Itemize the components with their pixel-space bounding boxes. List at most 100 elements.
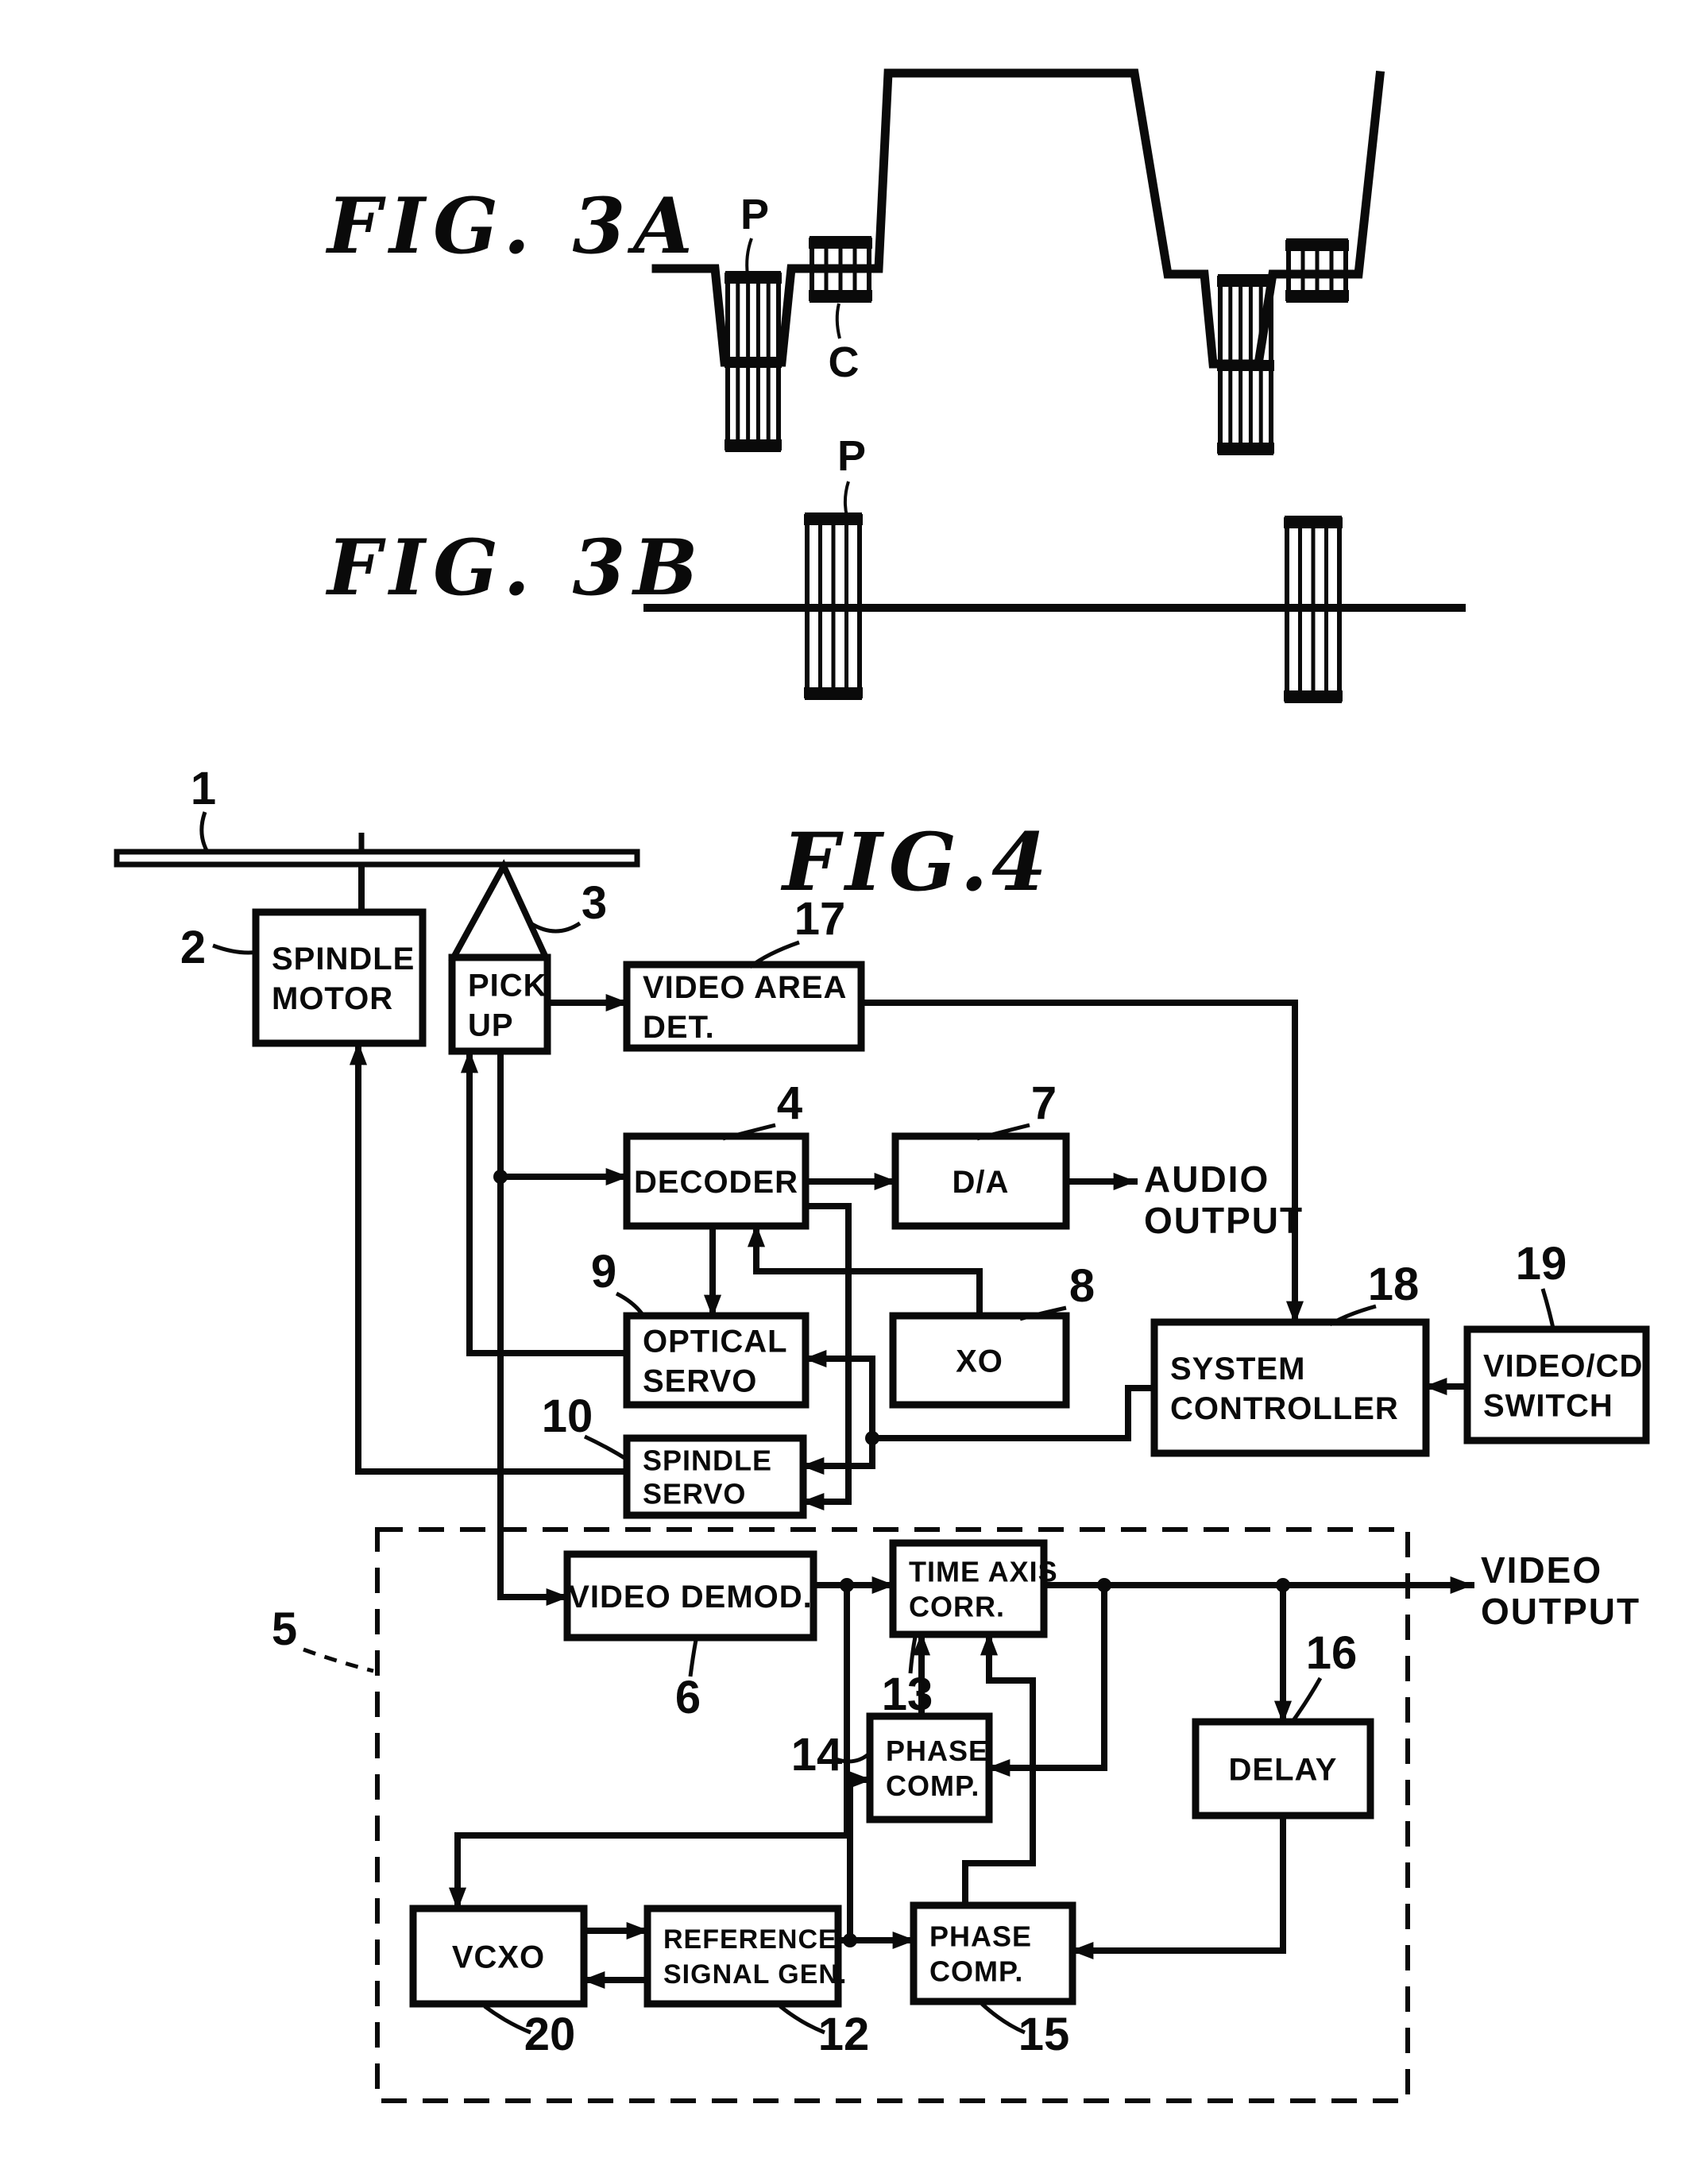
dashed-block-boundary: [375, 1527, 1410, 2103]
fig3a-label-p-1: P: [740, 191, 769, 238]
ref-numeral-16: 16: [1306, 1627, 1358, 1679]
ref-leader-7: [976, 1123, 1030, 1141]
box-label-reference-signal-gen-line1: REFERENCE: [663, 1924, 837, 1955]
wire-decoder-to-spindle-servo: [800, 1203, 852, 1511]
junction-dot-5: [1276, 1578, 1290, 1592]
wire-pickup-to-video-demod: [497, 1048, 570, 1607]
ref-numeral-10: 10: [542, 1390, 593, 1442]
fig3a-label-leader-p-1: [745, 238, 753, 276]
box-label-system-controller-line2: CONTROLLER: [1170, 1391, 1399, 1426]
ref-numeral-2: 2: [180, 922, 206, 973]
ref-leader-10: [583, 1434, 630, 1463]
video-output-label-line1: VIDEO: [1481, 1549, 1602, 1591]
box-spindle-motor: [252, 908, 427, 1047]
box-system-controller: [1150, 1318, 1430, 1457]
ref-numeral-1: 1: [191, 763, 216, 814]
box-label-decoder-line1: DECODER: [634, 1165, 798, 1200]
box-label-time-axis-corr-line2: CORR.: [909, 1590, 1005, 1622]
ref-leader-13: [908, 1636, 918, 1674]
box-label-phase-comp-2-line1: PHASE: [929, 1920, 1032, 1952]
audio-output-label-line2: OUTPUT: [1144, 1200, 1304, 1241]
box-label-video-area-det-line2: DET.: [643, 1010, 715, 1045]
fig3b-label-p-1: P: [837, 432, 866, 480]
ref-numeral-15: 15: [1018, 2009, 1070, 2060]
wire-optical-servo-to-pickup: [460, 1049, 630, 1356]
box-video-cd-switch: [1463, 1325, 1650, 1444]
wire-delay-to-phase-comp-2: [1069, 1812, 1286, 1960]
ref-numeral-17: 17: [794, 893, 846, 945]
junction-dot-1: [493, 1170, 508, 1184]
ref-leader-15: [980, 2002, 1026, 2035]
box-label-optical-servo-line2: SERVO: [643, 1363, 757, 1398]
box-da-converter: [891, 1132, 1070, 1230]
ref-leader-5: [303, 1647, 374, 1673]
ref-numeral-18: 18: [1368, 1259, 1420, 1310]
box-label-spindle-motor-line2: MOTOR: [272, 981, 393, 1016]
ref-numeral-9: 9: [591, 1246, 616, 1298]
ref-numeral-5: 5: [272, 1603, 297, 1655]
ref-leader-20: [483, 2004, 531, 2035]
box-label-video-area-det-line1: VIDEO AREA: [643, 970, 847, 1005]
ref-numeral-8: 8: [1069, 1260, 1095, 1312]
ref-leader-18: [1328, 1304, 1377, 1327]
ref-leader-16: [1289, 1677, 1323, 1724]
box-reference-signal-gen: [643, 1905, 842, 2008]
wire-phase-comp-2-to-time-axis: [962, 1631, 1036, 1909]
ref-numeral-12: 12: [818, 2009, 870, 2060]
wire-xo-to-decoder: [747, 1223, 983, 1319]
box-decoder: [623, 1132, 810, 1230]
ref-numeral-7: 7: [1031, 1077, 1057, 1129]
box-video-demod: [563, 1550, 817, 1642]
junction-dot-4: [1097, 1578, 1111, 1592]
video-output-label-line2: OUTPUT: [1481, 1591, 1640, 1632]
pickup-lens-triangle: [448, 859, 551, 961]
ref-leader-19: [1540, 1288, 1556, 1332]
wire-tap-to-phase-comp-1: [986, 1582, 1107, 1777]
fig3b-label-leader-p-1: [843, 481, 850, 517]
box-video-area-det: [623, 961, 865, 1052]
ref-numeral-13: 13: [882, 1669, 933, 1720]
ref-leader-3: [529, 921, 582, 934]
junction-dot-3: [840, 1578, 854, 1592]
box-label-pickup-line2: UP: [468, 1007, 514, 1042]
fig4-title: FIG.: [780, 815, 994, 909]
ref-numeral-19: 19: [1516, 1238, 1567, 1290]
box-phase-comp-1: [866, 1712, 993, 1823]
audio-output-label-line1: AUDIO: [1144, 1158, 1269, 1200]
box-xo: [889, 1312, 1070, 1409]
ref-leader-1: [199, 811, 211, 855]
box-time-axis-corr: [889, 1539, 1048, 1638]
disc: [114, 849, 640, 868]
box-pickup: [448, 953, 551, 1055]
ref-leader-6: [688, 1639, 698, 1677]
ref-leader-12: [779, 2005, 825, 2035]
wire-spindle-servo-to-motor: [349, 1041, 630, 1475]
box-label-spindle-servo-line1: SPINDLE: [643, 1444, 772, 1476]
ref-leader-14: [835, 1753, 870, 1764]
box-delay: [1192, 1718, 1374, 1820]
junction-dot-6: [843, 1933, 857, 1947]
fig3a-label-leader-c-2: [835, 303, 841, 339]
box-label-time-axis-corr-line1: TIME AXIS: [909, 1555, 1058, 1588]
box-label-delay-line1: DELAY: [1229, 1752, 1338, 1787]
box-label-spindle-servo-line2: SERVO: [643, 1477, 746, 1510]
box-vcxo: [409, 1905, 588, 2008]
fig3b-title: FIG. 3B: [325, 523, 705, 613]
box-label-xo-line1: XO: [956, 1344, 1003, 1379]
box-label-video-cd-switch-line2: SWITCH: [1483, 1388, 1613, 1423]
box-label-phase-comp-1-line1: PHASE: [886, 1735, 988, 1767]
box-spindle-servo: [623, 1434, 807, 1519]
box-label-reference-signal-gen-line2: SIGNAL GEN.: [663, 1959, 847, 1990]
wire-controller-to-servo-bus: [869, 1385, 1157, 1441]
ref-numeral-14: 14: [791, 1729, 843, 1781]
ref-leader-8: [1019, 1305, 1067, 1321]
box-label-vcxo-line1: VCXO: [452, 1939, 545, 1974]
ref-numeral-4: 4: [777, 1077, 802, 1129]
junction-dot-2: [865, 1431, 879, 1445]
fig4-title-number: 4: [991, 815, 1047, 909]
wire-tap-to-vcxo: [448, 1582, 850, 1912]
ref-numeral-6: 6: [675, 1672, 701, 1723]
ref-numeral-20: 20: [524, 2009, 576, 2060]
